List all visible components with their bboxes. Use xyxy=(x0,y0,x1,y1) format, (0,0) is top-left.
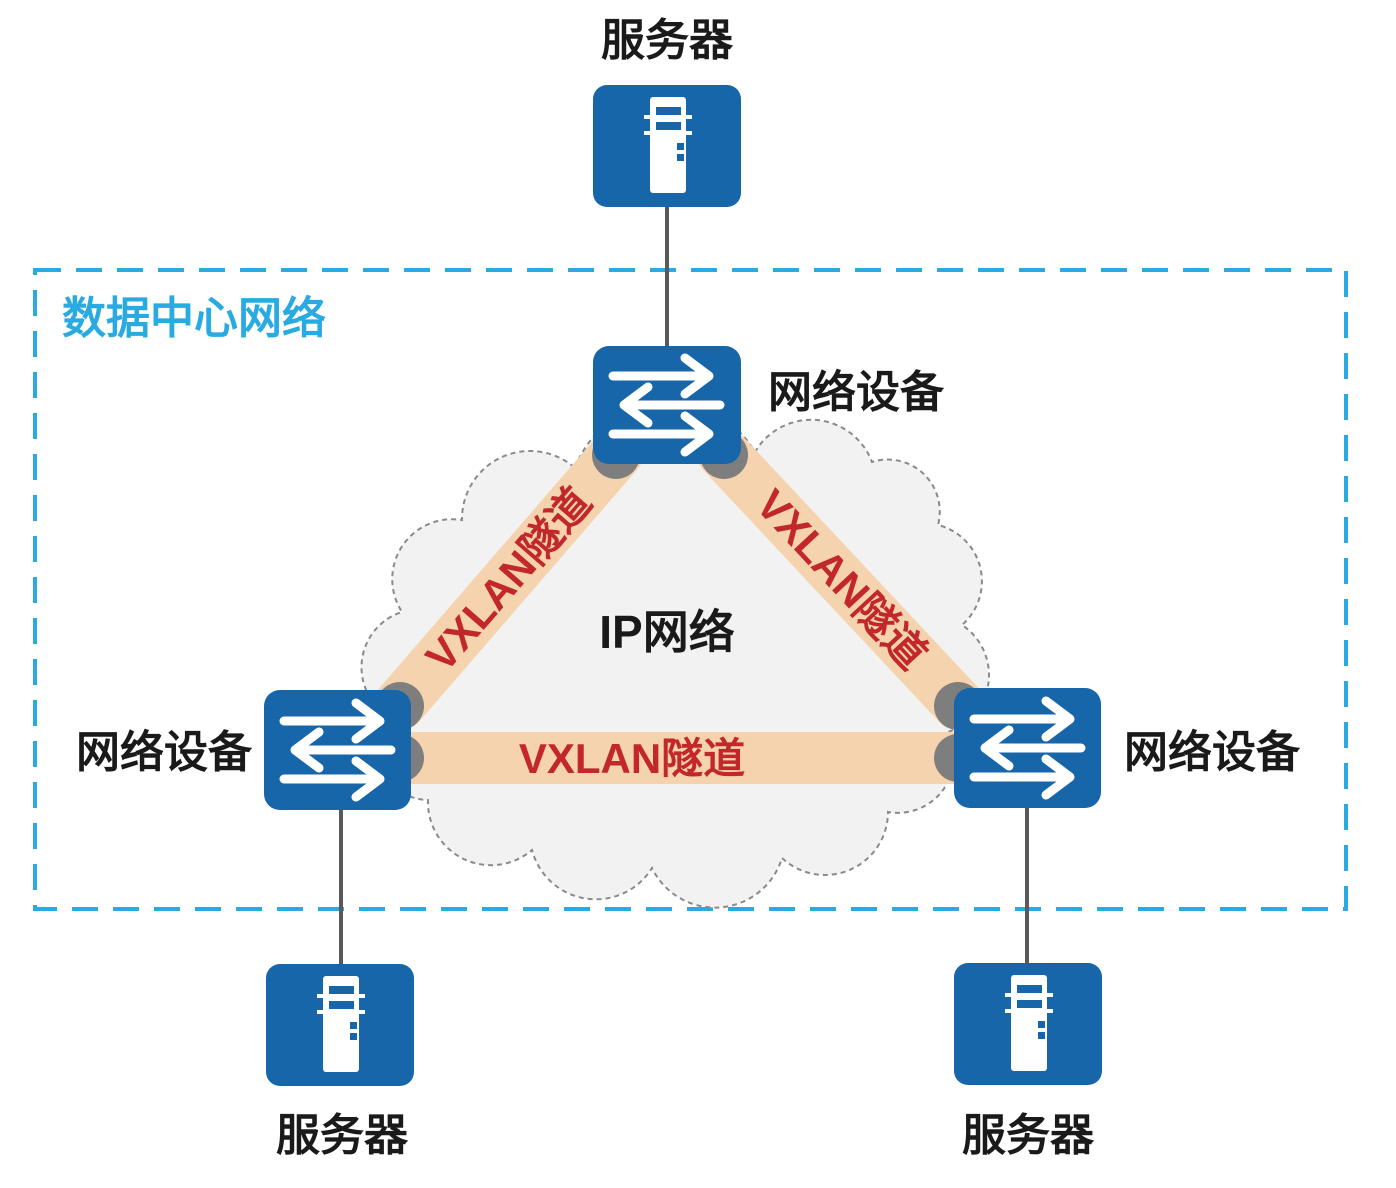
top-server-label: 服务器 xyxy=(601,16,734,65)
right-device-label: 网络设备 xyxy=(1124,727,1301,777)
vxlan-tunnel-bottom-label: VXLAN隧道 xyxy=(519,735,745,782)
switch-arrows-icon xyxy=(279,698,396,802)
data-center-region-box xyxy=(33,268,1348,911)
network-device-left xyxy=(264,690,411,810)
server-tower-icon xyxy=(644,97,692,193)
left-device-label: 网络设备 xyxy=(76,727,253,777)
server-top xyxy=(593,85,741,207)
server-tower-icon xyxy=(1005,975,1053,1071)
vxlan-tunnel-left-band xyxy=(374,426,644,730)
top-device-label: 网络设备 xyxy=(768,367,945,417)
bottom-right-server-label: 服务器 xyxy=(962,1111,1095,1160)
bottom-left-server-label: 服务器 xyxy=(276,1111,409,1160)
ip-network-label: IP网络 xyxy=(599,606,734,658)
data-center-region-label: 数据中心网络 xyxy=(62,293,326,343)
switch-arrows-icon xyxy=(608,353,725,457)
vxlan-tunnel-right-band xyxy=(696,426,984,730)
server-bottom-right xyxy=(954,963,1102,1085)
switch-arrows-icon xyxy=(969,696,1086,800)
network-device-top xyxy=(593,346,741,464)
network-device-right xyxy=(954,688,1101,808)
server-tower-icon xyxy=(317,976,365,1072)
server-bottom-left xyxy=(266,964,414,1086)
